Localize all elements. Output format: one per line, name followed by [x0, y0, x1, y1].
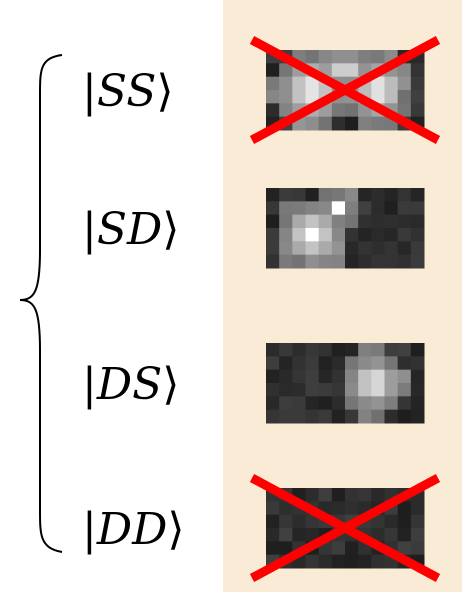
ket-state-name: DS: [96, 359, 162, 410]
left-curly-brace: [19, 54, 63, 553]
excluded-cross-icon: [249, 36, 441, 144]
pixel-image: [266, 188, 425, 269]
state-row-ss: |SS⟩: [82, 36, 441, 144]
ket-label: |SS⟩: [82, 66, 174, 117]
ket-state-name: SD: [97, 204, 162, 255]
ket-label: |SD⟩: [82, 204, 179, 255]
state-row-sd: |SD⟩: [82, 188, 425, 269]
state-row-dd: |DD⟩: [82, 474, 441, 582]
pixel-image: [266, 343, 425, 424]
ket-label: |DD⟩: [82, 504, 185, 555]
ket-state-name: DD: [96, 504, 168, 555]
ket-label: |DS⟩: [82, 359, 179, 410]
excluded-cross-icon: [249, 474, 441, 582]
state-row-ds: |DS⟩: [82, 343, 425, 424]
ket-state-name: SS: [97, 66, 157, 117]
